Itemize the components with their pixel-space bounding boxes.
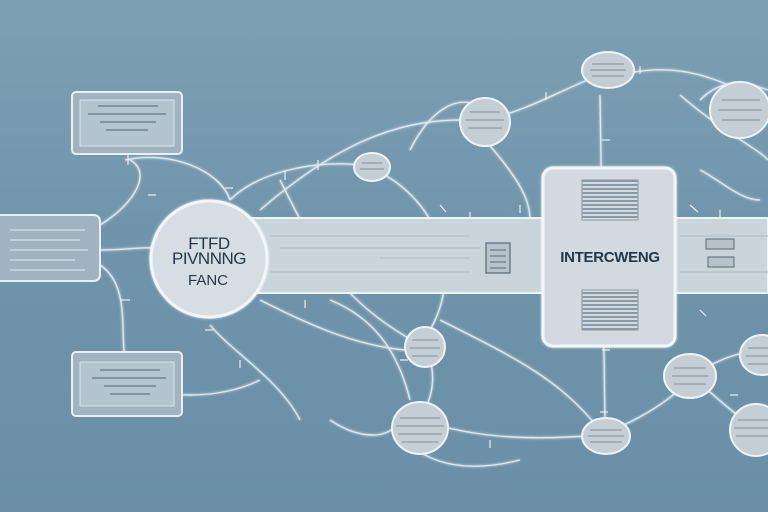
right-hub-title: INTERCWENG <box>560 249 660 266</box>
label-chip-icon <box>707 256 735 268</box>
left-input-bar <box>0 214 101 282</box>
document-box-top-left <box>71 91 183 155</box>
gear-node-icon <box>739 334 768 376</box>
right-hub-panel <box>541 166 677 348</box>
gear-node-icon <box>459 97 511 147</box>
left-hub <box>149 199 269 319</box>
document-stack-icon <box>581 289 639 331</box>
left-hub-title-line1: FTFD <box>188 234 230 253</box>
gear-node-stripes <box>360 63 768 443</box>
document-stack-icon <box>581 179 639 221</box>
document-box-bottom-left <box>71 351 183 417</box>
gear-node-icon <box>391 401 449 455</box>
left-hub-title-line2: PIVNNNG <box>172 249 246 268</box>
label-chip-icon <box>705 238 735 250</box>
gear-node-icon <box>353 152 391 182</box>
left-hub-subtitle: FANC <box>187 272 228 289</box>
gear-nodes <box>353 51 768 457</box>
left-hub-title: FTFD PIVNNNG <box>160 234 258 268</box>
gear-node-icon <box>404 326 446 368</box>
central-band <box>239 217 768 294</box>
gear-node-icon <box>729 403 768 457</box>
